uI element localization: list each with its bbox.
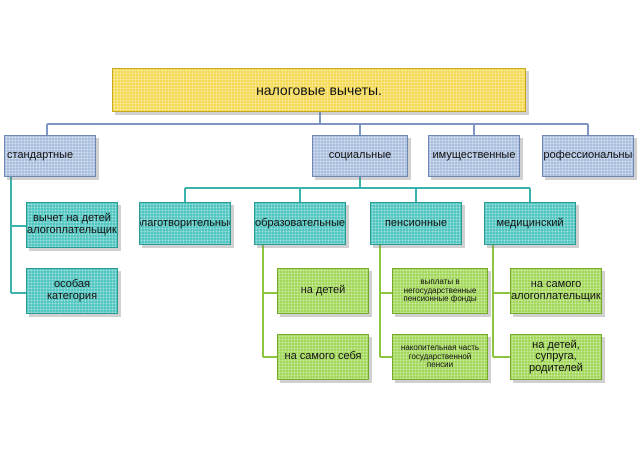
node-professional: профессиональные [542,135,634,177]
node-property: имущественные [428,135,520,177]
node-medical-family: на детей, супруга, родителей [510,334,602,380]
node-pension-funded-part: накопительная часть государственной пенс… [392,334,488,380]
node-medical: медицинский [484,202,576,245]
node-medical-taxpayer: на самого налогоплательщика [510,268,602,314]
node-social: социальные [312,135,408,177]
node-children-deduction: вычет на детей налогоплательщика [26,202,118,248]
node-pension-non-state-funds: выплаты в негосударственные пенсионные ф… [392,268,488,314]
node-standard: стандартные [4,135,96,177]
node-education-self: на самого себя [277,334,369,380]
node-education: образовательные [254,202,346,245]
node-pension: пенсионные [370,202,462,245]
node-education-children: на детей [277,268,369,314]
root-node: налоговые вычеты. [112,68,526,112]
node-charity: благотворительные [139,202,231,245]
node-special-category: особая категория [26,268,118,314]
